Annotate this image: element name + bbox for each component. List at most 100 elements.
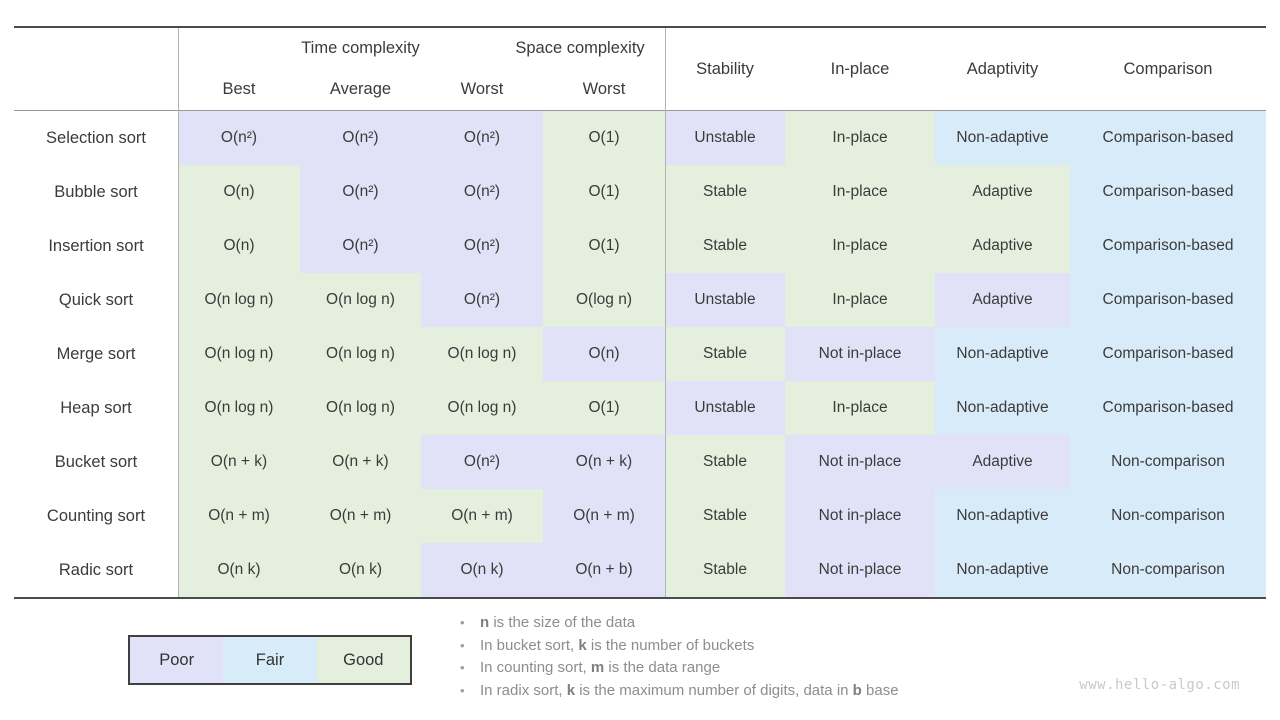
table-cell: Comparison-based <box>1070 219 1266 273</box>
header-average: Average <box>329 80 392 98</box>
table-cell: O(1) <box>543 381 665 435</box>
table-cell: O(n + k) <box>543 435 665 489</box>
header-comparison: Comparison <box>1123 59 1213 78</box>
table-cell: O(n + k) <box>178 435 300 489</box>
table-cell: O(1) <box>543 219 665 273</box>
watermark: www.hello-algo.com <box>1079 677 1240 693</box>
table-cell: In-place <box>785 273 935 327</box>
table-cell: O(n + m) <box>543 489 665 543</box>
table-cell: Not in-place <box>785 489 935 543</box>
row-label: Insertion sort <box>14 219 178 273</box>
table-cell: O(n log n) <box>300 381 421 435</box>
table-cell: Stable <box>665 165 785 219</box>
table-cell: O(n log n) <box>300 327 421 381</box>
comparison-table: Time complexity Space complexity Best Av… <box>14 26 1266 599</box>
note-item: In radix sort, k is the maximum number o… <box>460 680 899 703</box>
header-best: Best <box>222 80 256 98</box>
note-text: is the size of the data <box>489 614 636 631</box>
note-text: is the number of buckets <box>586 636 755 654</box>
table-cell: O(n²) <box>421 219 543 273</box>
row-label: Counting sort <box>14 489 178 543</box>
table-cell: Not in-place <box>785 543 935 597</box>
table-cell: Non-adaptive <box>935 543 1070 597</box>
table-cell: Comparison-based <box>1070 273 1266 327</box>
table-cell: Non-adaptive <box>935 327 1070 381</box>
table-cell: Non-comparison <box>1070 435 1266 489</box>
header-worst-time: Worst <box>460 80 504 98</box>
table-cell: Comparison-based <box>1070 381 1266 435</box>
note-item: In counting sort, m is the data range <box>460 657 899 680</box>
legend-item: Fair <box>223 637 317 683</box>
row-label: Bucket sort <box>14 435 178 489</box>
table-cell: O(n²) <box>300 111 421 165</box>
table-cell: Comparison-based <box>1070 165 1266 219</box>
note-text: In radix sort, <box>480 681 567 699</box>
table-cell: O(n²) <box>421 111 543 165</box>
legend-item: Good <box>316 637 410 683</box>
vertical-divider-names <box>178 28 179 597</box>
table-cell: O(n + m) <box>178 489 300 543</box>
table-cell: O(n k) <box>421 543 543 597</box>
table-cell: O(n k) <box>178 543 300 597</box>
table-cell: Not in-place <box>785 435 935 489</box>
table-cell: Stable <box>665 543 785 597</box>
table-cell: O(1) <box>543 111 665 165</box>
notes-list: n is the size of the dataIn bucket sort,… <box>460 612 899 702</box>
row-label: Selection sort <box>14 111 178 165</box>
note-item: In bucket sort, k is the number of bucke… <box>460 635 899 658</box>
table-cell: O(n + m) <box>421 489 543 543</box>
row-label: Radic sort <box>14 543 178 597</box>
table-cell: O(n) <box>543 327 665 381</box>
table-cell: Unstable <box>665 273 785 327</box>
table-cell: O(n²) <box>421 273 543 327</box>
note-text: is the maximum number of digits, data in <box>575 681 853 699</box>
table-cell: O(n²) <box>178 111 300 165</box>
table-cell: Unstable <box>665 111 785 165</box>
note-text: In counting sort, <box>480 659 591 676</box>
vertical-divider-attributes <box>665 28 666 597</box>
table-cell: Non-comparison <box>1070 489 1266 543</box>
table-cell: Adaptive <box>935 435 1070 489</box>
header-stability: Stability <box>696 59 754 78</box>
table-cell: O(1) <box>543 165 665 219</box>
table-cell: In-place <box>785 165 935 219</box>
table-cell: O(n log n) <box>300 273 421 327</box>
note-item: n is the size of the data <box>460 612 899 635</box>
header-in-place: In-place <box>830 59 890 78</box>
table-cell: O(n log n) <box>421 327 543 381</box>
table-cell: Adaptive <box>935 273 1070 327</box>
table-cell: O(n) <box>178 219 300 273</box>
row-label: Merge sort <box>14 327 178 381</box>
note-text: k <box>566 681 576 699</box>
table-cell: O(n + k) <box>300 435 421 489</box>
note-text: is the data range <box>604 659 721 676</box>
table-cell: Comparison-based <box>1070 111 1266 165</box>
table-cell: In-place <box>785 219 935 273</box>
row-label: Bubble sort <box>14 165 178 219</box>
table-cell: O(n) <box>178 165 300 219</box>
table-cell: Unstable <box>665 381 785 435</box>
table-cell: Adaptive <box>935 165 1070 219</box>
note-text: base <box>861 681 899 699</box>
note-text: k <box>578 636 587 654</box>
header-worst-space: Worst <box>582 80 626 98</box>
table-cell: Stable <box>665 435 785 489</box>
table-cell: O(n²) <box>421 435 543 489</box>
table-cell: O(n log n) <box>178 327 300 381</box>
header-time-complexity: Time complexity <box>301 39 420 57</box>
table-cell: O(n²) <box>421 165 543 219</box>
table-cell: In-place <box>785 381 935 435</box>
table-cell: O(n log n) <box>178 381 300 435</box>
table-cell: O(n + b) <box>543 543 665 597</box>
note-text: m <box>590 659 605 676</box>
table-cell: O(n log n) <box>178 273 300 327</box>
table-cell: Adaptive <box>935 219 1070 273</box>
table-cell: Stable <box>665 219 785 273</box>
table-header: Time complexity Space complexity Best Av… <box>14 28 1266 111</box>
legend-item: Poor <box>130 637 224 683</box>
table-cell: Stable <box>665 489 785 543</box>
header-space-complexity: Space complexity <box>515 39 645 57</box>
